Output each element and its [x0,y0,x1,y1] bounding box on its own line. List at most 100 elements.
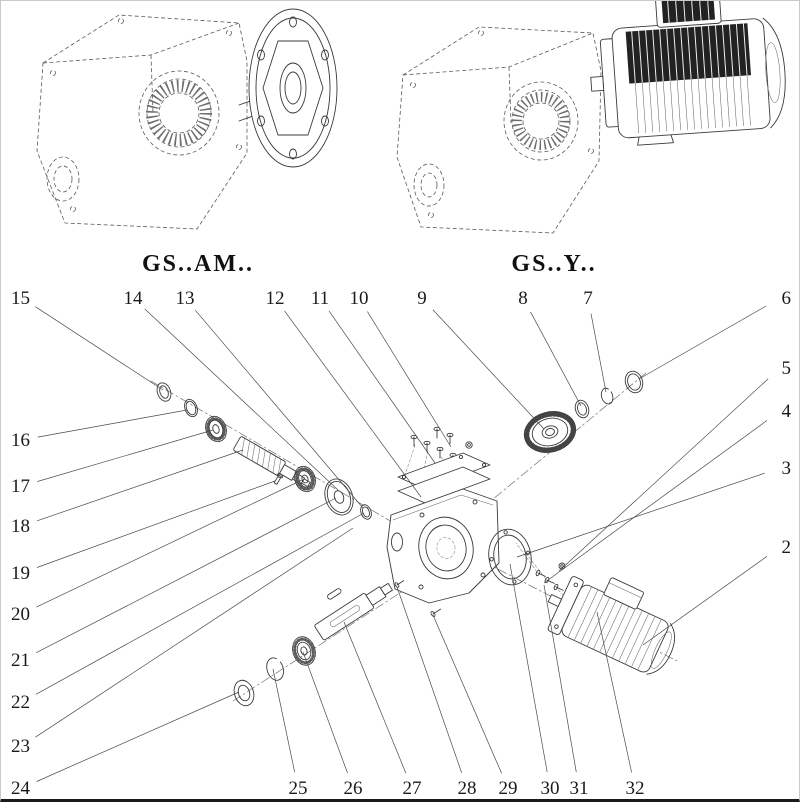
leader-line-27 [343,621,407,774]
output-snap-ring [266,657,284,681]
leader-line-14 [144,308,339,491]
vent-plug [465,441,473,449]
motor-fins-bottom [635,75,751,134]
callout-number-5: 5 [782,358,792,379]
motor-terminal-box-shading [661,1,716,24]
callout-number-23: 23 [11,736,30,757]
flange-screws [535,569,564,591]
callout-number-8: 8 [518,288,528,309]
leader-line-8 [530,311,582,407]
callout-number-2: 2 [782,537,792,558]
callout-number-26: 26 [344,778,363,796]
worm-wheel-disc [324,478,354,516]
callout-number-21: 21 [11,650,30,671]
callout-number-13: 13 [176,288,195,309]
gearbox-am-output-flange [248,8,338,168]
callout-number-28: 28 [458,778,477,796]
leader-line-9 [432,309,545,430]
leader-line-6 [638,305,767,380]
gearbox-am-drawing [36,8,338,230]
callout-number-27: 27 [403,778,422,796]
exploded-motor [547,576,676,675]
gear-housing [386,488,500,604]
motor-drawing [590,1,786,146]
exploded-view [150,370,678,707]
leader-line-3 [516,472,765,558]
motor-end-cap [762,17,786,129]
callout-number-31: 31 [570,778,589,796]
gear-washer [574,399,590,419]
shaft-key [327,588,342,600]
leader-line-20 [36,479,303,608]
callout-number-3: 3 [782,458,792,479]
cover-gasket [397,466,491,504]
callout-number-4: 4 [782,401,792,422]
worm-shaft [233,436,311,488]
worm-axis-centerline [150,380,417,537]
callout-number-14: 14 [124,288,144,309]
motor-shaft [590,75,605,92]
leader-line-7 [590,313,607,393]
shim-ring [624,370,644,394]
gearbox-am-stator-pattern [146,80,212,146]
callout-number-24: 24 [11,778,31,796]
input-bearing [205,415,227,443]
oil-plug [558,562,566,570]
seal-ring [156,382,172,402]
leader-line-16 [37,409,188,438]
callout-number-25: 25 [289,778,308,796]
callout-number-17: 17 [11,476,30,497]
output-axis-centerline [232,568,438,702]
leader-line-12 [284,310,422,498]
leader-line-29 [432,614,502,774]
variant-y-label: GS..Y.. [511,251,596,277]
leader-line-2 [642,556,768,646]
callout-number-16: 16 [11,430,30,451]
spacer-ring [360,504,372,520]
exploded-motor-end-cap [646,623,676,675]
gearbox-am-housing-outline [36,14,248,230]
leader-line-18 [36,449,244,522]
exploded-motor-terminal-box [603,577,644,610]
exploded-motor-fins [567,586,662,671]
leader-line-31 [543,584,577,773]
leader-line-32 [596,611,632,773]
leader-line-25 [272,668,296,773]
leader-line-17 [37,429,214,482]
callout-number-6: 6 [782,288,792,309]
motor-fan-cover [765,42,781,103]
gearbox-y-stator-pattern [512,92,570,150]
housing-bolt [430,608,441,617]
helical-gear [523,411,577,453]
leader-line-22 [35,512,365,695]
leader-line-15 [35,306,164,391]
leader-line-21 [36,497,337,654]
leader-line-19 [36,480,276,568]
callout-number-18: 18 [11,516,30,537]
gear-circlip [600,387,614,405]
callout-number-22: 22 [11,692,30,713]
leader-line-13 [195,309,364,509]
exploded-motor-shaft [547,594,562,607]
leader-line-5 [558,378,769,572]
motor-fins-top [631,22,748,84]
leader-line-26 [302,651,348,774]
small-pin [273,473,284,485]
leader-line-4 [543,420,768,584]
output-bearing [292,636,316,666]
callout-number-29: 29 [499,778,518,796]
leader-line-11 [328,310,436,464]
callout-number-9: 9 [417,288,427,309]
leader-line-23 [35,527,354,738]
leader-line-24 [36,691,240,782]
leader-line-10 [367,311,452,448]
callout-number-10: 10 [350,288,369,309]
callout-number-11: 11 [311,288,329,309]
callout-number-32: 32 [626,778,645,796]
callout-number-12: 12 [266,288,285,309]
output-seal-washer [233,679,255,707]
variant-am-label: GS..AM.. [142,251,254,277]
callout-number-7: 7 [583,288,593,309]
gearbox-y-drawing [396,1,786,234]
